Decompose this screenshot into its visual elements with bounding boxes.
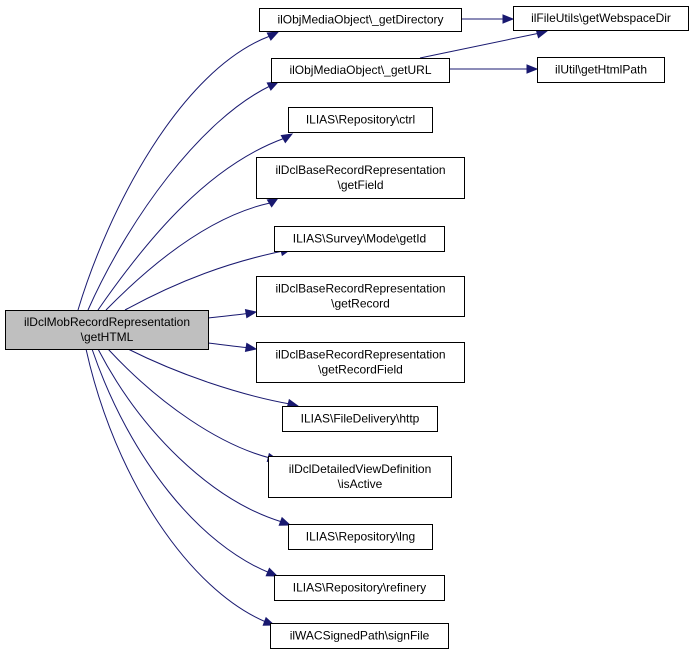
node-getWebspaceDir[interactable]: ilFileUtils\getWebspaceDir xyxy=(513,6,689,31)
node-label: ilUtil\getHtmlPath xyxy=(555,63,647,77)
node-getField[interactable]: ilDclBaseRecordRepresentation\getField xyxy=(256,157,465,199)
node-label: ILIAS\FileDelivery\http xyxy=(301,412,420,426)
node-box xyxy=(5,310,209,350)
node-label: ILIAS\Repository\refinery xyxy=(293,581,426,595)
node-box xyxy=(271,58,450,83)
node-refinery[interactable]: ILIAS\Repository\refinery xyxy=(274,575,445,601)
edge-line xyxy=(207,312,251,319)
node-label: \isActive xyxy=(338,477,383,491)
edge-line xyxy=(124,250,284,311)
edge-root-to-isActive xyxy=(107,348,280,463)
node-label: \getRecord xyxy=(331,297,390,311)
node-ctrl[interactable]: ILIAS\Repository\ctrl xyxy=(288,107,433,133)
nodes-layer: ilDclMobRecordRepresentation\getHTML ilOb… xyxy=(5,6,689,649)
edge-line xyxy=(419,32,541,59)
edge-root-to-getRecordField xyxy=(207,342,258,352)
edge-root-to-lng xyxy=(97,348,292,526)
node-getDirectory[interactable]: ilObjMediaObject\_getDirectory xyxy=(259,8,462,32)
edge-line xyxy=(107,348,271,459)
edge-getURL-to-getWebspaceDir xyxy=(419,29,549,59)
node-box xyxy=(513,6,689,31)
arrowhead-icon xyxy=(266,81,280,91)
edge-root-to-getURL xyxy=(87,81,280,311)
node-label: ilDclDetailedViewDefinition xyxy=(289,462,432,476)
edge-line xyxy=(77,35,271,311)
edge-getDirectory-to-getWebspaceDir xyxy=(461,14,515,24)
arrowhead-icon xyxy=(244,342,258,352)
node-box xyxy=(288,524,433,550)
edge-line xyxy=(91,348,271,574)
node-signFile[interactable]: ilWACSignedPath\signFile xyxy=(270,623,449,649)
arrowhead-icon xyxy=(266,31,280,41)
edge-line xyxy=(127,348,291,405)
edge-root-to-getRecord xyxy=(207,309,258,319)
node-label: ilObjMediaObject\_getURL xyxy=(289,63,431,77)
node-lng[interactable]: ILIAS\Repository\lng xyxy=(288,524,433,550)
node-box xyxy=(288,107,433,133)
node-getHtmlPath[interactable]: ilUtil\getHtmlPath xyxy=(537,57,665,83)
node-label: ilWACSignedPath\signFile xyxy=(290,629,430,643)
node-label: ilDclBaseRecordRepresentation xyxy=(275,348,445,362)
edge-line xyxy=(97,137,286,311)
arrowhead-icon xyxy=(266,197,280,208)
edge-line xyxy=(105,202,271,311)
node-label: ilFileUtils\getWebspaceDir xyxy=(531,11,671,25)
node-box xyxy=(282,406,438,432)
arrowhead-icon xyxy=(502,14,515,24)
arrowhead-icon xyxy=(265,567,279,577)
node-getRecord[interactable]: ilDclBaseRecordRepresentation\getRecord xyxy=(256,276,465,317)
root-node[interactable]: ilDclMobRecordRepresentation\getHTML xyxy=(5,310,209,350)
arrowhead-icon xyxy=(535,29,549,39)
node-label: \getHTML xyxy=(81,330,134,344)
edge-line xyxy=(97,348,283,523)
edge-root-to-getDirectory xyxy=(77,31,280,311)
node-getRecordField[interactable]: ilDclBaseRecordRepresentation\getRecordF… xyxy=(256,342,465,383)
node-label: ILIAS\Survey\Mode\getId xyxy=(293,232,426,246)
node-box xyxy=(270,623,449,649)
edge-root-to-refinery xyxy=(91,348,279,577)
arrowhead-icon xyxy=(280,133,294,144)
node-label: ilDclBaseRecordRepresentation xyxy=(275,163,445,177)
node-getURL[interactable]: ilObjMediaObject\_getURL xyxy=(271,58,450,83)
node-label: \getRecordField xyxy=(318,363,403,377)
node-label: \getField xyxy=(337,178,383,192)
edge-line xyxy=(207,342,251,349)
node-box xyxy=(256,342,465,383)
node-box xyxy=(259,8,462,32)
arrowhead-icon xyxy=(278,516,292,526)
arrowhead-icon xyxy=(526,64,539,74)
node-box xyxy=(274,575,445,601)
node-getId[interactable]: ILIAS\Survey\Mode\getId xyxy=(274,226,445,252)
node-box xyxy=(256,157,465,199)
node-label: ilDclBaseRecordRepresentation xyxy=(275,282,445,296)
edge-root-to-signFile xyxy=(85,348,276,626)
edge-line xyxy=(85,348,267,623)
node-box xyxy=(256,276,465,317)
node-label: ILIAS\Repository\lng xyxy=(306,530,415,544)
edge-root-to-ctrl xyxy=(97,133,294,311)
node-box xyxy=(274,226,445,252)
edge-getURL-to-getHtmlPath xyxy=(449,64,539,74)
arrowhead-icon xyxy=(244,309,258,319)
node-label: ilObjMediaObject\_getDirectory xyxy=(277,13,443,27)
node-isActive[interactable]: ilDclDetailedViewDefinition\isActive xyxy=(268,456,452,498)
node-box xyxy=(268,456,452,498)
node-box xyxy=(537,57,665,83)
edge-line xyxy=(87,85,271,311)
edge-root-to-getField xyxy=(105,197,280,311)
node-label: ilDclMobRecordRepresentation xyxy=(24,315,190,329)
node-label: ILIAS\Repository\ctrl xyxy=(306,113,415,127)
node-http[interactable]: ILIAS\FileDelivery\http xyxy=(282,406,438,432)
